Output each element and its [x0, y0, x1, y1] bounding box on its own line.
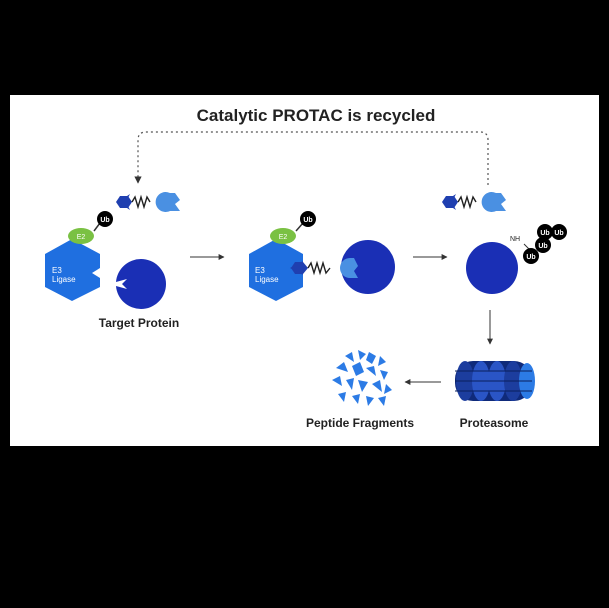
target-protein-middle	[341, 240, 395, 294]
protac-bound-middle-icon	[290, 258, 358, 278]
e2-badge-middle: E2	[270, 228, 296, 244]
ub-badge-left: Ub	[97, 211, 113, 227]
target-protein-label: Target Protein	[99, 316, 179, 330]
ub-chain-3: Ub	[540, 230, 549, 237]
proteasome-icon	[455, 361, 535, 401]
e3-ligase-left: E3 Ligase	[45, 239, 100, 301]
peptide-fragments-icon	[332, 350, 392, 406]
polyubiquitin-chain: Ub Ub Ub Ub	[523, 224, 567, 264]
ub-chain-4: Ub	[554, 230, 563, 237]
ub-badge-middle: Ub	[300, 211, 316, 227]
e3-label-line1-middle: E3	[255, 266, 265, 275]
e3-ligase-middle: E3 Ligase	[249, 239, 303, 301]
e2-badge-left: E2	[68, 228, 94, 244]
diagram-title: Catalytic PROTAC is recycled	[197, 106, 436, 125]
e2-label-middle: E2	[279, 234, 288, 241]
e3-label-line2: Ligase	[52, 275, 76, 284]
ub-chain-2: Ub	[538, 243, 547, 250]
target-protein-ubiquitinated	[466, 242, 518, 294]
ub-label: Ub	[100, 217, 109, 224]
e3-label-line2-middle: Ligase	[255, 275, 279, 284]
ub-chain-1: Ub	[526, 254, 535, 261]
peptide-fragments-label: Peptide Fragments	[306, 416, 414, 430]
e3-label-line1: E3	[52, 266, 62, 275]
proteasome-label: Proteasome	[460, 416, 529, 430]
protac-molecule-left-icon	[116, 191, 180, 212]
e2-label: E2	[77, 234, 86, 241]
dotted-recycle-arrow-icon	[134, 131, 489, 185]
target-protein-left	[116, 258, 166, 310]
ub-label-middle: Ub	[303, 217, 312, 224]
protac-molecule-right-icon	[442, 191, 506, 212]
nh-label: NH	[510, 236, 520, 243]
